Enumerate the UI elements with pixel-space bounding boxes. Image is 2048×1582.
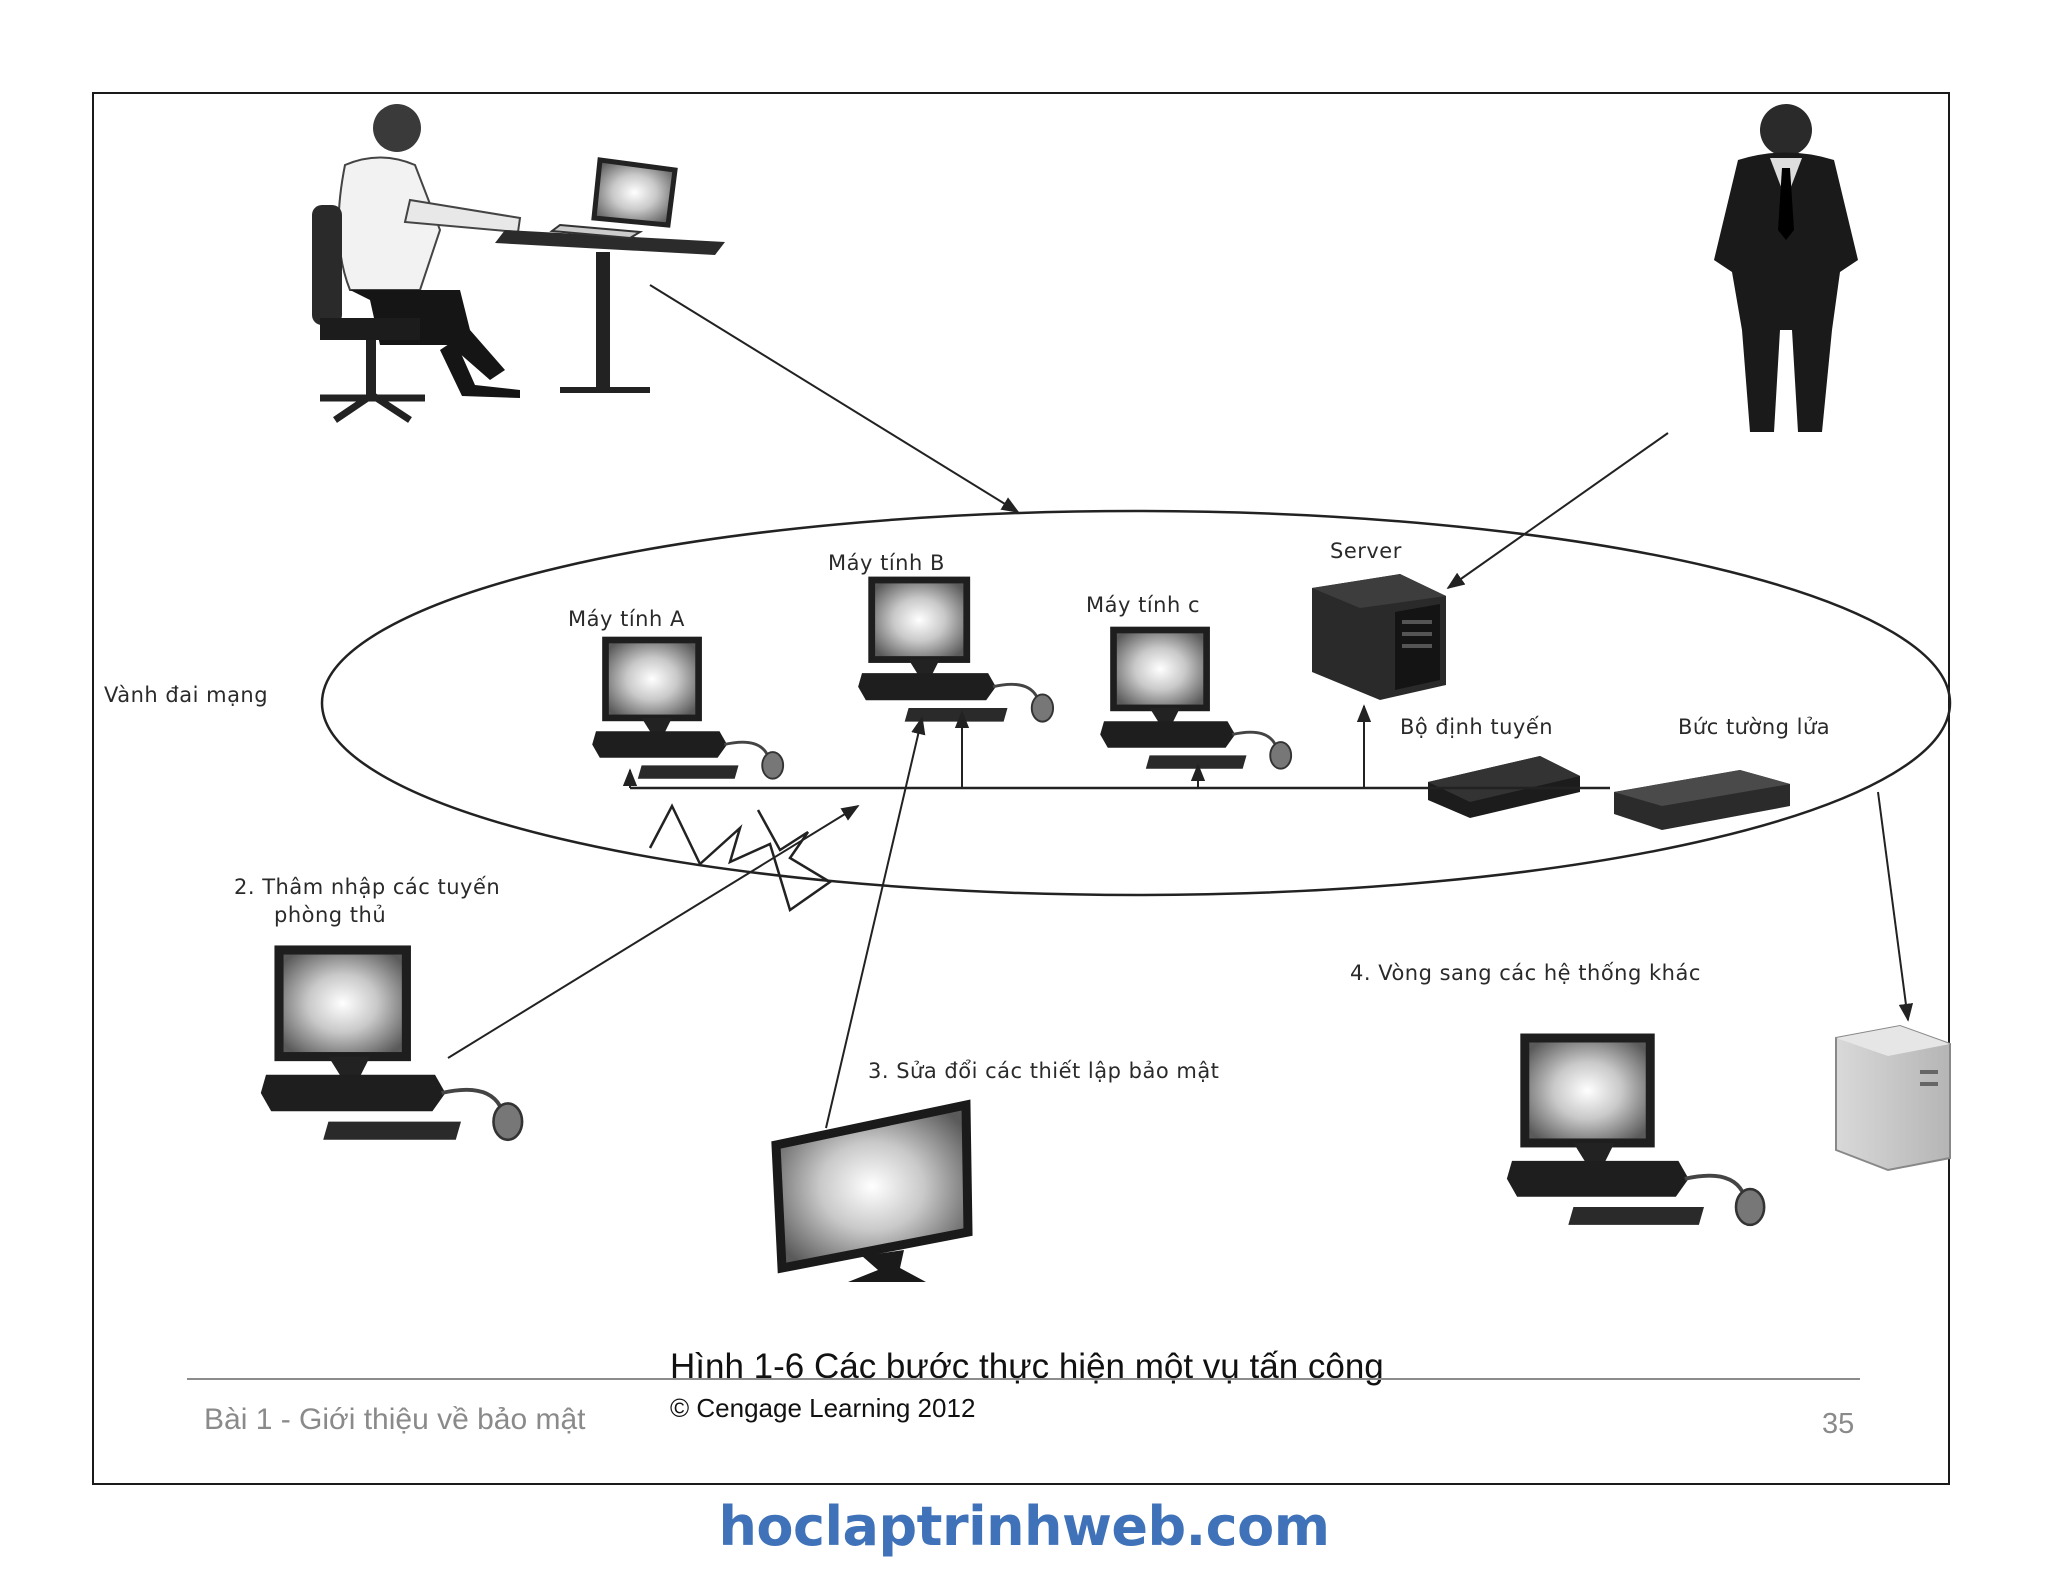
watermark-logo: hoclaptrinhweb.com (718, 1495, 1330, 1558)
step4-arrow (1877, 791, 1914, 1022)
step3-label: 3. Sửa đổi các thiết lập bảo mật (868, 1059, 1219, 1083)
step3-monitor-icon (771, 1099, 973, 1282)
step2-computer-icon (260, 945, 524, 1142)
network-perimeter-ellipse (320, 509, 1952, 897)
computer-b-label: Máy tính B (828, 551, 945, 575)
standing-person-icon (1714, 104, 1858, 432)
computer-c-icon (1100, 626, 1293, 770)
breach-zigzag (648, 803, 833, 913)
figure-credit: © Cengage Learning 2012 (670, 1393, 976, 1423)
computer-a-label: Máy tính A (568, 607, 685, 631)
computer-b-icon (858, 576, 1055, 723)
footer-lesson-title: Bài 1 - Giới thiệu về bảo mật (204, 1403, 586, 1436)
perimeter-label: Vành đai mạng (104, 683, 268, 707)
server-icon (1312, 574, 1446, 700)
server-label: Server (1330, 539, 1402, 563)
firewall-icon (1614, 770, 1790, 830)
router-label: Bộ định tuyến (1400, 715, 1553, 739)
page-number: 35 (1822, 1408, 1855, 1440)
attacker-arrow (649, 284, 1020, 513)
computer-a-icon (592, 636, 785, 780)
attack-steps-diagram: Vành đai mạng Máy tính A Máy tính B Máy … (104, 104, 1952, 1282)
tower-pc-icon (1835, 1024, 1951, 1172)
computer-c-label: Máy tính c (1086, 593, 1200, 617)
step2-label-line2: phòng thủ (274, 903, 386, 927)
step4-label: 4. Vòng sang các hệ thống khác (1350, 961, 1701, 985)
insider-arrow (1446, 432, 1669, 590)
firewall-label: Bức tường lửa (1678, 715, 1830, 739)
figure-caption: Hình 1-6 Các bước thực hiện một vụ tấn c… (670, 1347, 1384, 1386)
step2-arrow (447, 805, 860, 1059)
step2-label-line1: 2. Thâm nhập các tuyến (234, 875, 500, 899)
step4-computer-icon (1506, 1033, 1766, 1227)
footer-divider (187, 1378, 1860, 1380)
person-at-desk-icon (312, 104, 725, 423)
step3-arrow (825, 716, 926, 1129)
